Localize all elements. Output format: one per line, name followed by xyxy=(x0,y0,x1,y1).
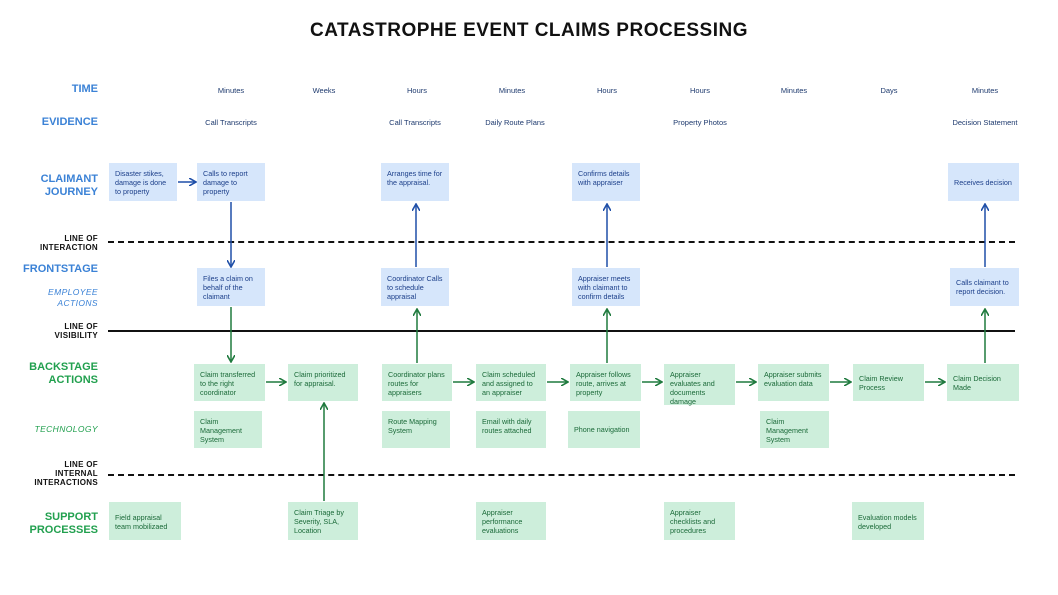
support-card-evaluation-models: Evaluation models developed xyxy=(852,502,924,540)
lane-claimant-line2: JOURNEY xyxy=(44,186,98,198)
backstage-card-coordinator-plans: Coordinator plans routes for appraisers xyxy=(382,364,452,401)
backstage-card-appraiser-evaluates: Appraiser evaluates and documents damage xyxy=(664,364,735,406)
evidence-col3: Call Transcripts xyxy=(389,118,441,127)
lane-evidence: EVIDENCE xyxy=(41,116,98,128)
backstage-card-appraiser-follows: Appraiser follows route, arrives at prop… xyxy=(570,364,641,401)
evidence-col6: Property Photos xyxy=(673,118,727,127)
support-card-claim-triage: Claim Triage by Severity, SLA, Location xyxy=(288,502,358,540)
time-col1: Minutes xyxy=(217,86,245,95)
line-of-visibility xyxy=(108,330,1015,332)
backstage-card-claim-transferred: Claim transferred to the right coordinat… xyxy=(194,364,265,401)
lane-internal-line3: INTERACTIONS xyxy=(34,478,98,487)
lane-line-of-interaction: LINE OF INTERACTION xyxy=(20,234,98,252)
frontstage-card-coordinator-calls: Coordinator Calls to schedule appraisal xyxy=(381,268,449,306)
lane-claimant-journey: CLAIMANT JOURNEY xyxy=(20,173,98,199)
backstage-card-appraiser-submits: Appraiser submits evaluation data xyxy=(758,364,829,401)
backstage-card-claim-decision: Claim Decision Made xyxy=(947,364,1019,401)
evidence-col9: Decision Statement xyxy=(952,118,1018,127)
backstage-card-claim-scheduled: Claim scheduled and assigned to an appra… xyxy=(476,364,546,401)
claimant-card-receives-decision: Receives decision xyxy=(948,163,1019,201)
lane-visibility-line1: LINE OF xyxy=(64,322,98,331)
lane-backstage-line1: BACKSTAGE xyxy=(29,361,98,373)
backstage-card-claim-review: Claim Review Process xyxy=(853,364,924,401)
time-col6: Hours xyxy=(689,86,710,95)
claimant-card-disaster: Disaster stikes, damage is done to prope… xyxy=(109,163,177,201)
line-of-interaction xyxy=(108,241,1015,243)
frontstage-card-appraiser-meets: Appraiser meets with claimant to confirm… xyxy=(572,268,640,306)
line-of-internal-interactions xyxy=(108,474,1015,476)
lane-backstage-actions: BACKSTAGE ACTIONS xyxy=(20,361,98,387)
time-col5: Hours xyxy=(596,86,617,95)
time-col8: Days xyxy=(880,86,898,95)
time-col3: Hours xyxy=(406,86,427,95)
lane-line-of-internal-interactions: LINE OF INTERNAL INTERACTIONS xyxy=(20,460,98,487)
time-col4: Minutes xyxy=(498,86,526,95)
support-card-checklists: Appraiser checklists and procedures xyxy=(664,502,735,540)
claimant-card-calls-report: Calls to report damage to property xyxy=(197,163,265,201)
lane-line-of-visibility: LINE OF VISIBILITY xyxy=(20,322,98,340)
technology-card-phone-navigation: Phone navigation xyxy=(568,411,640,448)
lane-internal-line1: LINE OF xyxy=(64,460,98,469)
lane-support-line2: PROCESSES xyxy=(29,524,98,536)
technology-card-email-routes: Email with daily routes attached xyxy=(476,411,546,448)
lane-visibility-line2: VISIBILITY xyxy=(54,331,98,340)
lane-time: TIME xyxy=(71,83,98,95)
lane-claimant-line1: CLAIMANT xyxy=(40,173,98,185)
evidence-col1: Call Transcripts xyxy=(205,118,257,127)
lane-employee-line2: ACTIONS xyxy=(57,298,98,308)
technology-card-route-mapping: Route Mapping System xyxy=(382,411,450,448)
support-card-performance-evals: Appraiser performance evaluations xyxy=(476,502,546,540)
lane-interaction-line1: LINE OF xyxy=(64,234,98,243)
lane-support-line1: SUPPORT xyxy=(44,511,98,523)
frontstage-card-files-claim: Files a claim on behalf of the claimant xyxy=(197,268,265,306)
backstage-card-claim-prioritized: Claim prioritized for appraisal. xyxy=(288,364,358,401)
lane-employee-line1: EMPLOYEE xyxy=(48,287,98,297)
time-col7: Minutes xyxy=(780,86,808,95)
lane-frontstage: FRONTSTAGE xyxy=(23,263,98,275)
evidence-col4: Daily Route Plans xyxy=(485,118,545,127)
lane-support-processes: SUPPORT PROCESSES xyxy=(20,511,98,537)
claimant-card-confirms-details: Confirms details with appraiser xyxy=(572,163,640,201)
time-col9: Minutes xyxy=(971,86,999,95)
lane-interaction-line2: INTERACTION xyxy=(40,243,98,252)
time-col2: Weeks xyxy=(312,86,336,95)
technology-card-claim-management-1: Claim Management System xyxy=(194,411,262,448)
page-title: CATASTROPHE EVENT CLAIMS PROCESSING xyxy=(310,20,748,41)
lane-internal-line2: INTERNAL xyxy=(55,469,98,478)
technology-card-claim-management-2: Claim Management System xyxy=(760,411,829,448)
lane-backstage-line2: ACTIONS xyxy=(48,374,99,386)
frontstage-card-calls-decision: Calls claimant to report decision. xyxy=(950,268,1019,306)
support-card-field-team: Field appraisal team mobilizaed xyxy=(109,502,181,540)
claimant-card-arranges-time: Arranges time for the appraisal. xyxy=(381,163,449,201)
lane-employee-actions: EMPLOYEE ACTIONS xyxy=(20,287,98,309)
lane-technology: TECHNOLOGY xyxy=(34,424,98,434)
